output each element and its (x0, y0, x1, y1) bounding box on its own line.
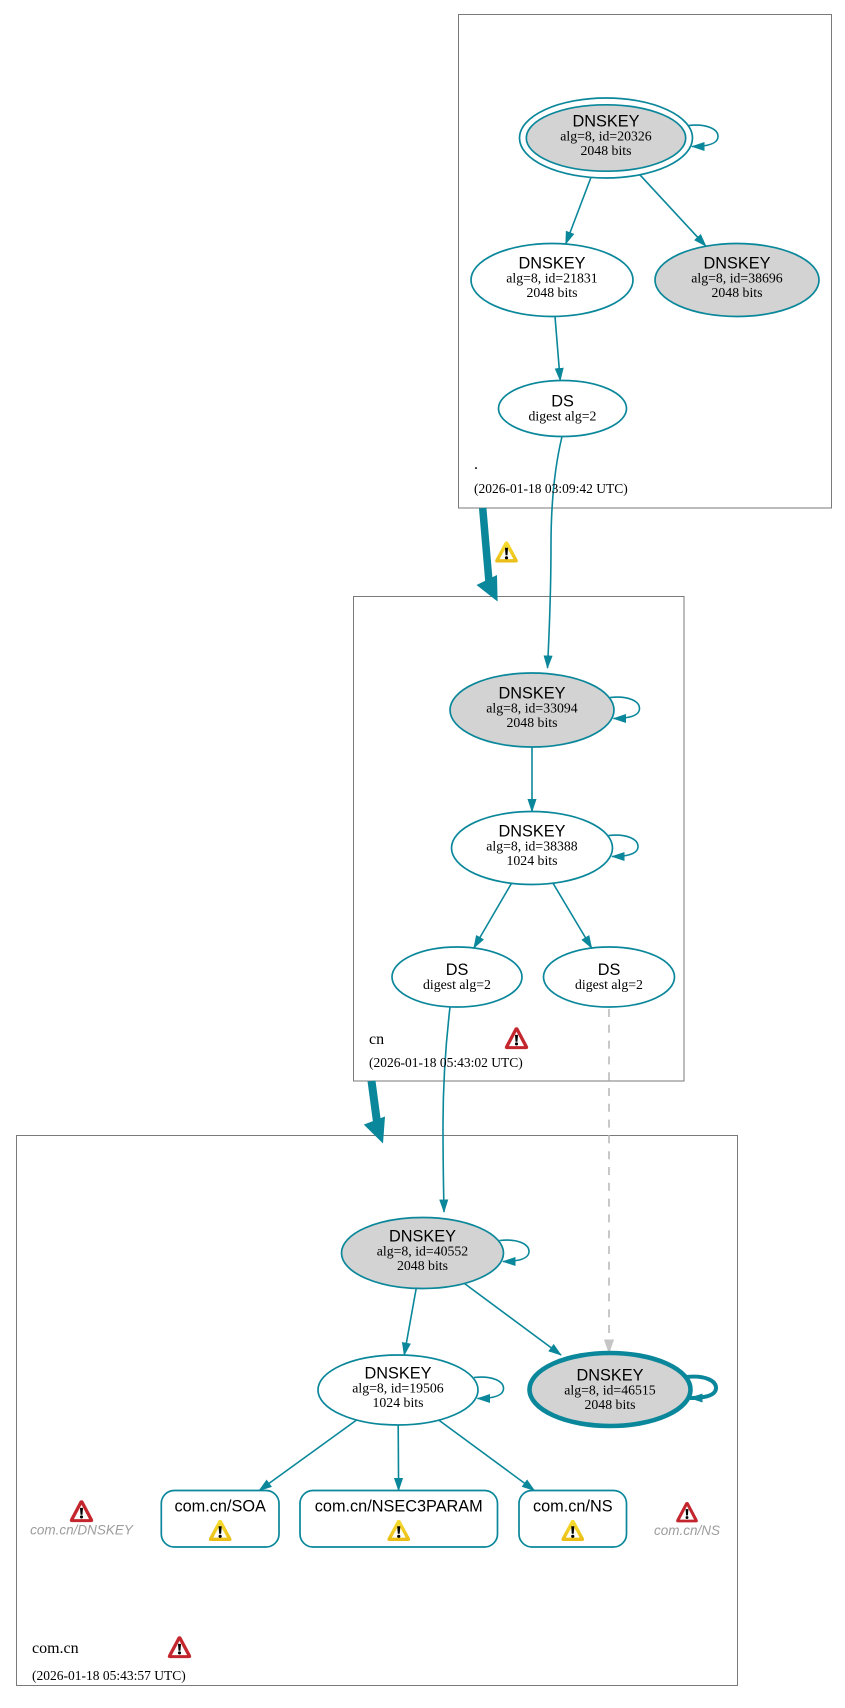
svg-text:2048 bits: 2048 bits (397, 1258, 448, 1273)
svg-text:alg=8, id=33094: alg=8, id=33094 (486, 701, 578, 716)
svg-text:alg=8, id=38696: alg=8, id=38696 (691, 271, 783, 286)
svg-text:digest alg=2: digest alg=2 (423, 977, 491, 992)
svg-text:alg=8, id=19506: alg=8, id=19506 (352, 1381, 444, 1396)
svg-text:DNSKEY: DNSKEY (365, 1365, 432, 1383)
svg-text:2048 bits: 2048 bits (581, 143, 632, 158)
svg-text:1024 bits: 1024 bits (373, 1395, 424, 1410)
svg-text:alg=8, id=21831: alg=8, id=21831 (506, 271, 598, 286)
svg-text:DNSKEY: DNSKEY (519, 255, 586, 273)
svg-text:1024 bits: 1024 bits (507, 853, 558, 868)
svg-text:cn: cn (369, 1031, 384, 1048)
svg-text:DS: DS (551, 393, 574, 411)
svg-text:.: . (474, 456, 478, 473)
svg-text:alg=8, id=20326: alg=8, id=20326 (560, 129, 652, 144)
svg-text:DNSKEY: DNSKEY (389, 1228, 456, 1246)
svg-text:(2026-01-18 03:09:42 UTC): (2026-01-18 03:09:42 UTC) (474, 481, 628, 496)
svg-text:DNSKEY: DNSKEY (499, 823, 566, 841)
svg-text:2048 bits: 2048 bits (507, 715, 558, 730)
svg-text:com.cn: com.cn (32, 1640, 79, 1657)
svg-text:DNSKEY: DNSKEY (577, 1367, 644, 1385)
svg-text:DNSKEY: DNSKEY (704, 255, 771, 273)
svg-text:DNSKEY: DNSKEY (499, 685, 566, 703)
svg-text:com.cn/NSEC3PARAM: com.cn/NSEC3PARAM (315, 1498, 483, 1516)
svg-text:2048 bits: 2048 bits (527, 285, 578, 300)
svg-text:com.cn/NS: com.cn/NS (533, 1498, 613, 1516)
svg-text:digest alg=2: digest alg=2 (575, 977, 643, 992)
svg-text:com.cn/SOA: com.cn/SOA (174, 1498, 266, 1516)
svg-text:2048 bits: 2048 bits (712, 285, 763, 300)
svg-text:digest alg=2: digest alg=2 (529, 408, 597, 423)
svg-text:DNSKEY: DNSKEY (573, 113, 640, 131)
svg-text:com.cn/DNSKEY: com.cn/DNSKEY (30, 1523, 134, 1538)
svg-text:alg=8, id=40552: alg=8, id=40552 (377, 1244, 469, 1259)
svg-text:DS: DS (446, 961, 469, 979)
svg-text:alg=8, id=46515: alg=8, id=46515 (564, 1383, 656, 1398)
svg-text:2048 bits: 2048 bits (585, 1397, 636, 1412)
svg-text:(2026-01-18 05:43:57 UTC): (2026-01-18 05:43:57 UTC) (32, 1668, 186, 1683)
svg-text:(2026-01-18 05:43:02 UTC): (2026-01-18 05:43:02 UTC) (369, 1055, 523, 1070)
svg-text:DS: DS (598, 961, 621, 979)
svg-text:com.cn/NS: com.cn/NS (654, 1523, 720, 1538)
svg-text:alg=8, id=38388: alg=8, id=38388 (486, 839, 578, 854)
